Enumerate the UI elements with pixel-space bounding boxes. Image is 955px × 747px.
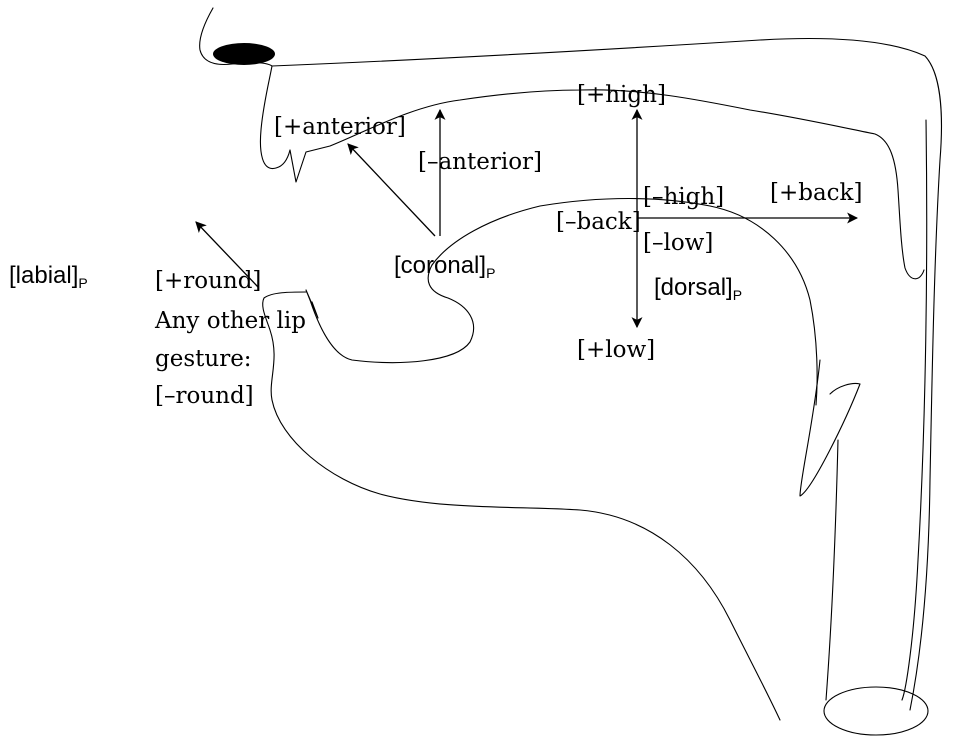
- coronal-anterior-arrow: [347, 143, 436, 237]
- plus-anterior-label: [+anterior]: [274, 114, 406, 140]
- lower-lip: [262, 291, 307, 331]
- tongue-tip-outline: [309, 264, 475, 364]
- dorsal-label: [dorsal]P: [654, 274, 742, 303]
- nostril: [213, 43, 275, 65]
- other-lip-label-line1: Any other lip: [154, 308, 306, 334]
- feature-arrows: [195, 108, 859, 329]
- other-lip-label-line2: gesture:: [155, 346, 252, 372]
- upper-lip: [259, 65, 291, 169]
- plus-high-label: [+high]: [577, 82, 666, 108]
- vocal-tract-outline: [199, 7, 942, 736]
- larynx-line: [825, 439, 839, 701]
- epiglottis: [799, 359, 861, 497]
- upper-teeth-and-palate: [289, 89, 925, 280]
- head-top-outline: [271, 38, 942, 711]
- minus-anterior-label: [–anterior]: [418, 149, 542, 175]
- minus-high-label: [–high]: [643, 184, 724, 210]
- plus-round-label: [+round]: [155, 268, 261, 294]
- feature-labels: [labial]P [+round] Any other lip gesture…: [9, 82, 862, 409]
- labial-label: [labial]P: [9, 262, 88, 291]
- labial-arrow: [195, 221, 259, 288]
- coronal-label: [coronal]P: [394, 252, 495, 281]
- pharynx-wall: [901, 119, 928, 701]
- minus-round-label: [–round]: [155, 383, 254, 409]
- minus-back-label: [–back]: [556, 209, 641, 235]
- jaw-outline: [269, 329, 781, 721]
- lower-teeth: [305, 289, 319, 319]
- tongue-outline: [431, 197, 818, 406]
- plus-back-label: [+back]: [770, 180, 862, 206]
- minus-low-label: [–low]: [643, 230, 713, 256]
- plus-low-label: [+low]: [577, 337, 655, 363]
- trachea-opening: [823, 686, 929, 736]
